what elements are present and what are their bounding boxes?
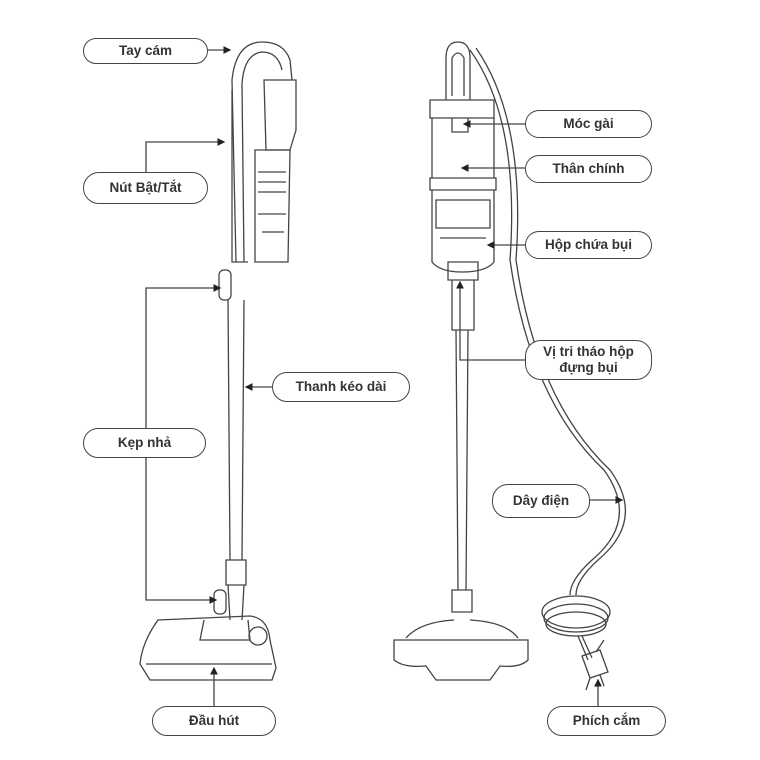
label-handle: Tay cám bbox=[83, 38, 208, 64]
label-plug: Phích cắm bbox=[547, 706, 666, 736]
label-dust-box-release: Vị tri tháo hộp đựng bụi bbox=[525, 340, 652, 380]
label-power-button: Nút Bật/Tắt bbox=[83, 172, 208, 204]
label-main-body: Thân chính bbox=[525, 155, 652, 183]
label-release-clip: Kẹp nhả bbox=[83, 428, 206, 458]
leader-lines bbox=[145, 46, 624, 706]
label-dust-box: Hộp chứa bụi bbox=[525, 231, 652, 259]
label-extension-tube: Thanh kéo dài bbox=[272, 372, 410, 402]
label-hook: Móc gài bbox=[525, 110, 652, 138]
left-vacuum-drawing bbox=[139, 41, 297, 681]
right-vacuum-drawing bbox=[393, 41, 627, 691]
label-power-cord: Dây điện bbox=[492, 484, 590, 518]
label-nozzle: Đầu hút bbox=[152, 706, 276, 736]
